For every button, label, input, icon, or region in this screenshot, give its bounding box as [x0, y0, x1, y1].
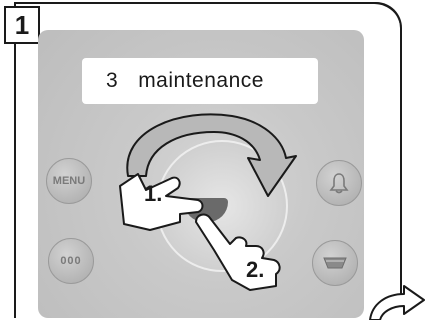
hand-label-first: 1.: [144, 181, 162, 207]
next-arrow-icon: [370, 286, 424, 320]
hand-label-second: 2.: [246, 257, 264, 283]
pointing-hand-icon: [196, 215, 280, 290]
